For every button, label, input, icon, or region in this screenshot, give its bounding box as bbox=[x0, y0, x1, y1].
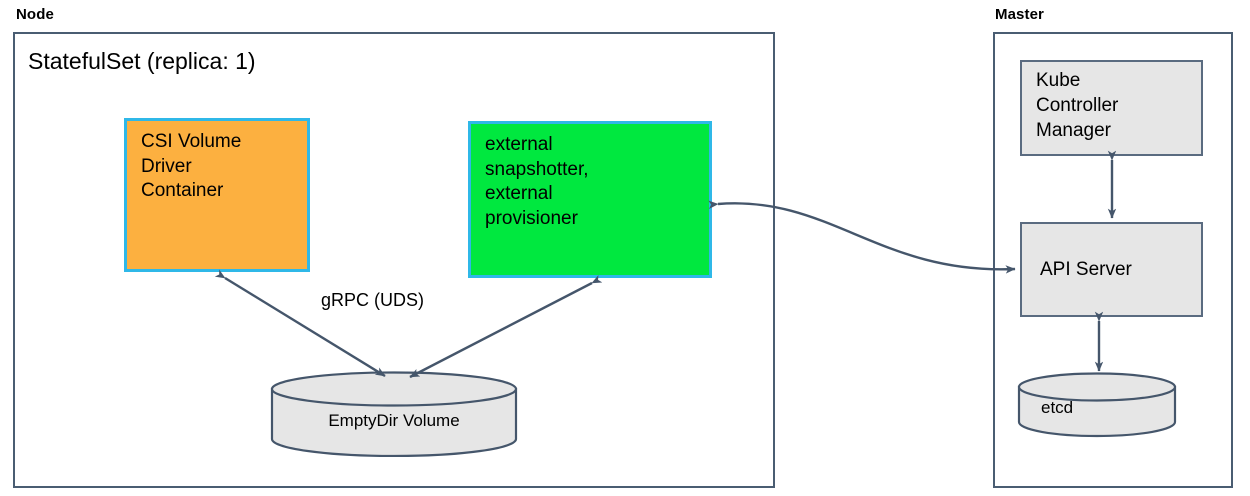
external-components-line-1: external bbox=[485, 134, 553, 155]
kube-controller-manager-line-1: Kube bbox=[1036, 70, 1081, 91]
external-components-line-3: external bbox=[485, 183, 553, 205]
kube-controller-manager-line-2: Controller bbox=[1036, 95, 1119, 117]
csi-driver-line-3: Container bbox=[141, 180, 224, 202]
kube-controller-manager-node[interactable]: Kube Controller Manager bbox=[1020, 60, 1203, 156]
kube-controller-manager-line-3: Manager bbox=[1036, 120, 1111, 142]
csi-volume-driver-container-node[interactable]: CSI Volume Driver Container bbox=[124, 118, 310, 272]
etcd-node[interactable]: etcd bbox=[1017, 372, 1177, 438]
api-server-node[interactable]: API Server bbox=[1020, 222, 1203, 317]
external-components-node[interactable]: external snapshotter, external provision… bbox=[468, 121, 712, 278]
grpc-uds-edge-label: gRPC (UDS) bbox=[321, 290, 425, 310]
master-group-label: Master bbox=[995, 6, 1044, 23]
emptydir-volume-node[interactable]: EmptyDir Volume bbox=[270, 371, 518, 458]
statefulset-title: StatefulSet (replica: 1) bbox=[28, 48, 256, 74]
api-server-label: API Server bbox=[1040, 258, 1132, 280]
csi-driver-line-2: Driver bbox=[141, 155, 192, 177]
etcd-cylinder-shape bbox=[1017, 372, 1177, 438]
csi-driver-line-1: CSI Volume bbox=[141, 131, 242, 152]
external-components-line-2: snapshotter, bbox=[485, 158, 589, 180]
external-components-line-4: provisioner bbox=[485, 208, 578, 230]
node-group-label: Node bbox=[16, 6, 54, 23]
emptydir-cylinder-shape bbox=[270, 371, 518, 458]
